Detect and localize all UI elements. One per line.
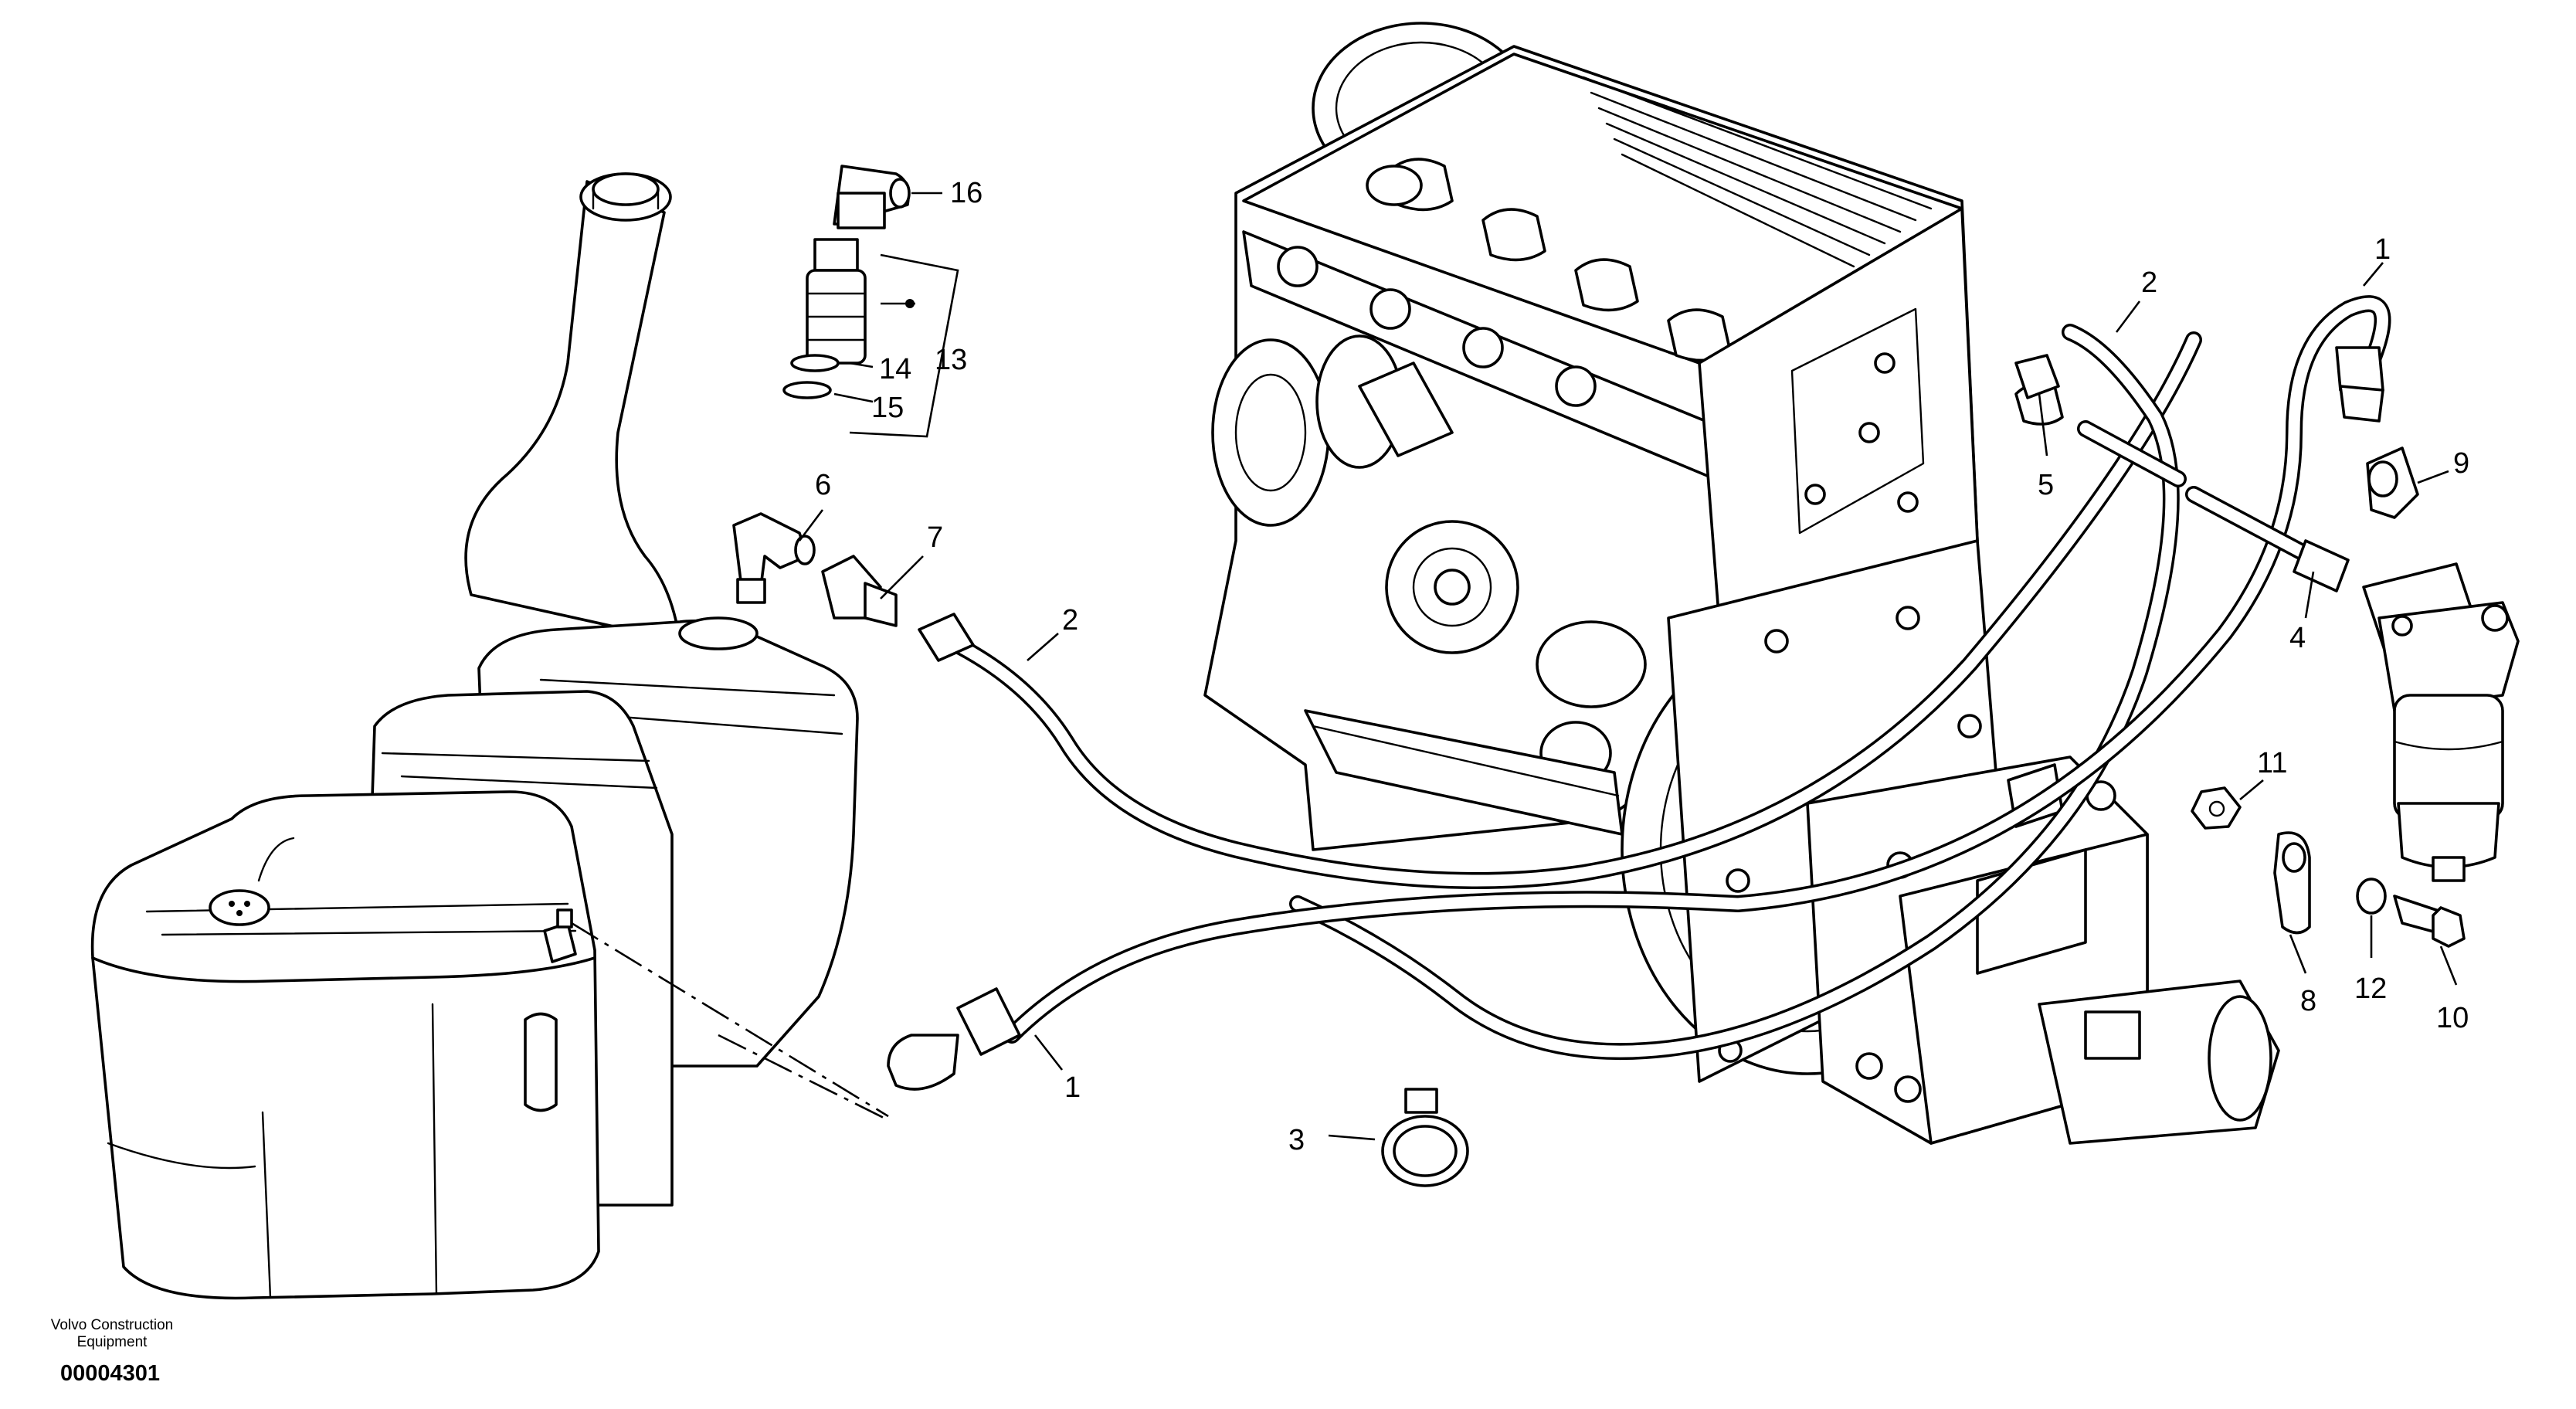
engine-block — [1203, 22, 2010, 1083]
callout-16: 16 — [950, 177, 983, 209]
fuel-hose-4 — [2185, 486, 2350, 592]
clamp-5 — [2014, 354, 2060, 399]
callout-14: 14 — [879, 353, 911, 385]
clip-8 — [2273, 831, 2311, 935]
callout-12: 12 — [2354, 973, 2387, 1005]
hose-clamp-3 — [1381, 1088, 1469, 1187]
figure-number: 00004301 — [60, 1361, 161, 1386]
leader-lines — [798, 192, 2458, 1141]
washer-12 — [2356, 878, 2387, 915]
callout-1-right: 1 — [2374, 233, 2391, 266]
callout-3: 3 — [1288, 1124, 1305, 1156]
adapter-7 — [821, 555, 898, 627]
o-ring-14 — [790, 354, 840, 372]
fuel-hose-1 — [1003, 295, 2391, 1044]
callout-7: 7 — [927, 521, 943, 554]
elbow-fitting-16 — [833, 165, 911, 229]
callout-10: 10 — [2436, 1002, 2469, 1034]
callout-6: 6 — [815, 469, 831, 501]
callout-labels: 16 13 14 15 6 7 2 1 3 2 5 1 9 4 11 8 12 … — [815, 177, 2469, 1156]
callout-9: 9 — [2453, 447, 2469, 480]
fuel-hose-2 — [942, 324, 2202, 1061]
nut-11 — [2191, 786, 2242, 830]
callout-8: 8 — [2300, 985, 2316, 1017]
connection-line — [718, 1034, 889, 1122]
fuel-filter — [2362, 562, 2520, 882]
hose-end-fittings — [887, 346, 2384, 1091]
fuel-tank — [90, 172, 859, 1300]
callout-5: 5 — [2038, 469, 2054, 501]
callout-11: 11 — [2257, 747, 2287, 779]
publisher-label: Volvo Construction Equipment — [50, 1317, 174, 1350]
callout-4: 4 — [2289, 622, 2306, 654]
connection-line — [571, 922, 889, 1118]
elbow-fitting-9 — [2366, 446, 2419, 519]
elbow-fitting-6 — [732, 512, 816, 604]
callout-1-left: 1 — [1064, 1071, 1081, 1104]
o-ring-15 — [782, 381, 832, 399]
check-valve-13 — [806, 238, 915, 365]
callout-15: 15 — [871, 392, 904, 424]
callout-13: 13 — [935, 344, 967, 376]
bolt-10 — [2393, 895, 2466, 948]
callout-2-left: 2 — [1062, 604, 1078, 637]
callout-2-right: 2 — [2141, 267, 2157, 299]
